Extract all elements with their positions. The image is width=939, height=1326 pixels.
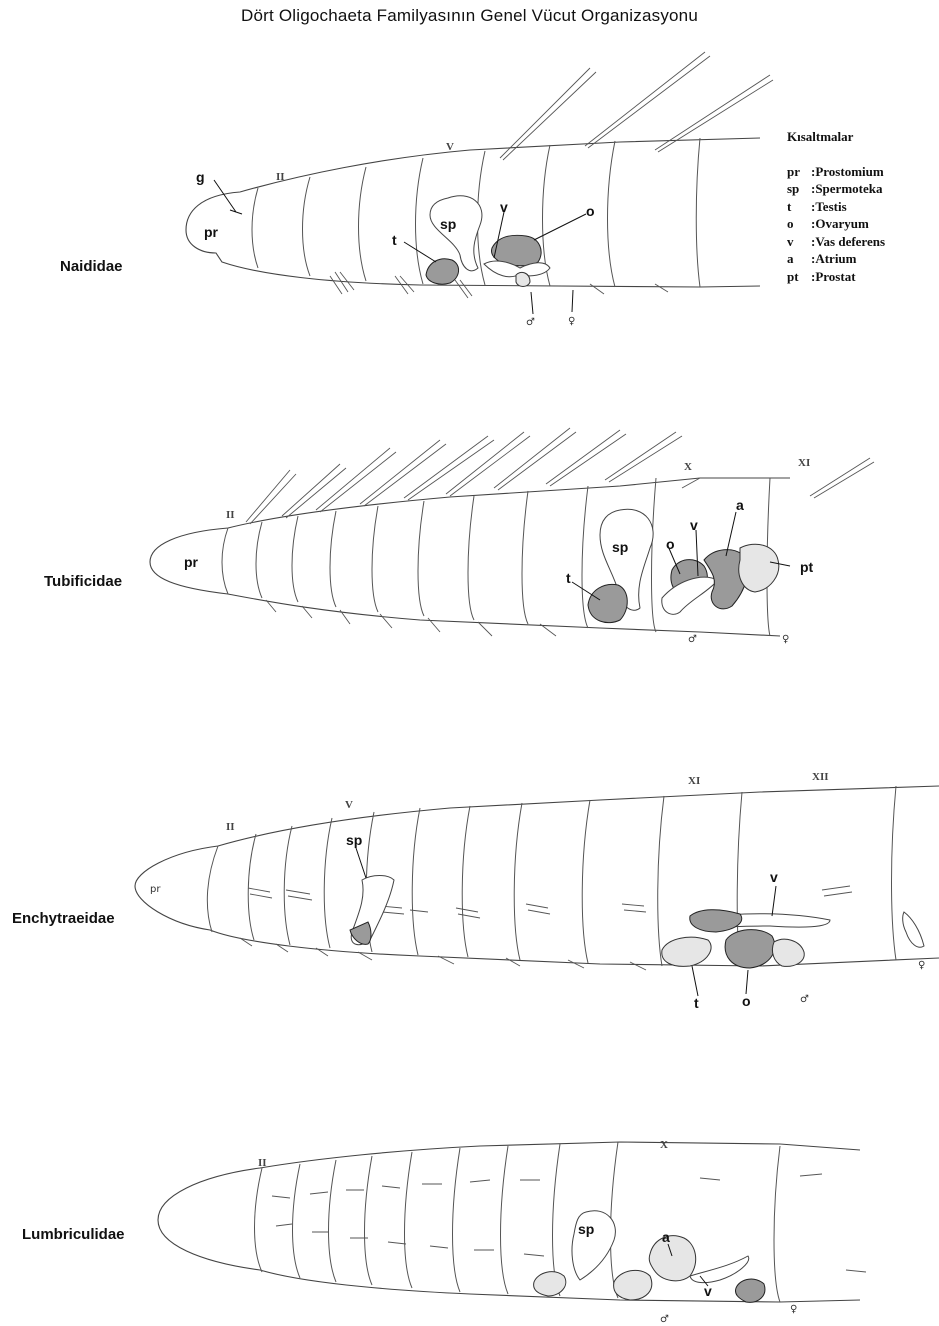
enchytraeidae-segment-II: II bbox=[226, 821, 235, 833]
lumbriculidae-ovary bbox=[614, 1270, 652, 1300]
naididae-label-g: g bbox=[196, 169, 205, 185]
enchytraeidae-label-t: t bbox=[694, 995, 699, 1011]
naididae-male-symbol: ♂ bbox=[526, 317, 535, 328]
enchytraeidae-segment-XII: XII bbox=[812, 771, 829, 783]
enchytraeidae-label-pr: pr bbox=[150, 884, 161, 895]
tubificidae-testis bbox=[588, 584, 627, 622]
tubificidae-segment-II: II bbox=[226, 509, 235, 521]
tubificidae-segment-boundaries bbox=[222, 478, 770, 636]
lumbriculidae-label-sp: sp bbox=[578, 1221, 594, 1237]
enchytraeidae-ovary bbox=[725, 930, 775, 968]
enchytraeidae-label-sp: sp bbox=[346, 832, 362, 848]
tubificidae-label-sp: sp bbox=[612, 539, 628, 555]
tubificidae-segment-X: X bbox=[684, 461, 692, 473]
lumbriculidae-female-symbol: ♀ bbox=[790, 1304, 797, 1315]
enchytraeidae-segment-V: V bbox=[345, 799, 353, 811]
lumbriculidae-label-a: a bbox=[662, 1229, 670, 1245]
tubificidae-worm: pr sp t o v a pt II X XI ♂ ♀ bbox=[150, 428, 874, 645]
lumbriculidae-prostate bbox=[735, 1279, 764, 1302]
naididae-testis bbox=[426, 259, 459, 284]
naididae-label-o: o bbox=[586, 203, 595, 219]
tubificidae-label-pr: pr bbox=[184, 554, 199, 570]
naididae-label-sp: sp bbox=[440, 216, 456, 232]
naididae-label-pr: pr bbox=[204, 224, 219, 240]
lumbriculidae-chaetae bbox=[272, 1174, 866, 1272]
enchytraeidae-segment-XI: XI bbox=[688, 775, 700, 787]
tubificidae-male-symbol: ♂ bbox=[688, 634, 697, 645]
naididae-chaetae bbox=[330, 52, 773, 298]
tubificidae-female-symbol: ♀ bbox=[782, 634, 789, 645]
enchytraeidae-female-pore bbox=[903, 912, 924, 947]
naididae-segment-V: V bbox=[446, 141, 454, 153]
enchytraeidae-label-v: v bbox=[770, 869, 778, 885]
enchytraeidae-body-outline bbox=[135, 786, 939, 966]
enchytraeidae-testis bbox=[662, 937, 711, 966]
tubificidae-label-a: a bbox=[736, 497, 744, 513]
lumbriculidae-worm: sp a v II X ♂ ♀ bbox=[158, 1139, 866, 1325]
enchytraeidae-testis-upper bbox=[690, 910, 742, 932]
enchytraeidae-male-pore bbox=[772, 939, 804, 966]
tubificidae-label-t: t bbox=[566, 570, 571, 586]
tubificidae-vas-deferens bbox=[662, 577, 718, 614]
lumbriculidae-vas-deferens bbox=[690, 1256, 749, 1283]
lumbriculidae-male-symbol: ♂ bbox=[660, 1314, 669, 1325]
enchytraeidae-segment-boundaries bbox=[207, 786, 896, 966]
lumbriculidae-segment-X: X bbox=[660, 1139, 668, 1151]
lumbriculidae-atrium bbox=[649, 1236, 695, 1281]
enchytraeidae-worm: pr sp v t o II V XI XII ♂ ♀ bbox=[135, 771, 939, 1011]
tubificidae-label-pt: pt bbox=[800, 559, 814, 575]
tubificidae-body-outline bbox=[150, 478, 790, 636]
naididae-label-t: t bbox=[392, 232, 397, 248]
lumbriculidae-testis bbox=[534, 1272, 566, 1296]
enchytraeidae-female-symbol: ♀ bbox=[918, 960, 925, 971]
enchytraeidae-male-symbol: ♂ bbox=[800, 994, 809, 1005]
naididae-atrium bbox=[516, 272, 530, 286]
tubificidae-label-o: o bbox=[666, 536, 675, 552]
naididae-segment-II: II bbox=[276, 171, 285, 183]
tubificidae-segment-XI: XI bbox=[798, 457, 810, 469]
naididae-female-symbol: ♀ bbox=[568, 316, 575, 327]
lumbriculidae-label-v: v bbox=[704, 1283, 712, 1299]
enchytraeidae-label-o: o bbox=[742, 993, 751, 1009]
lumbriculidae-segment-II: II bbox=[258, 1157, 267, 1169]
naididae-worm: g pr sp t v o II V ♂ ♀ bbox=[186, 52, 773, 328]
naididae-label-v: v bbox=[500, 199, 508, 215]
tubificidae-label-v: v bbox=[690, 517, 698, 533]
tubificidae-chaetae bbox=[246, 428, 874, 636]
tubificidae-prostate bbox=[739, 544, 779, 592]
